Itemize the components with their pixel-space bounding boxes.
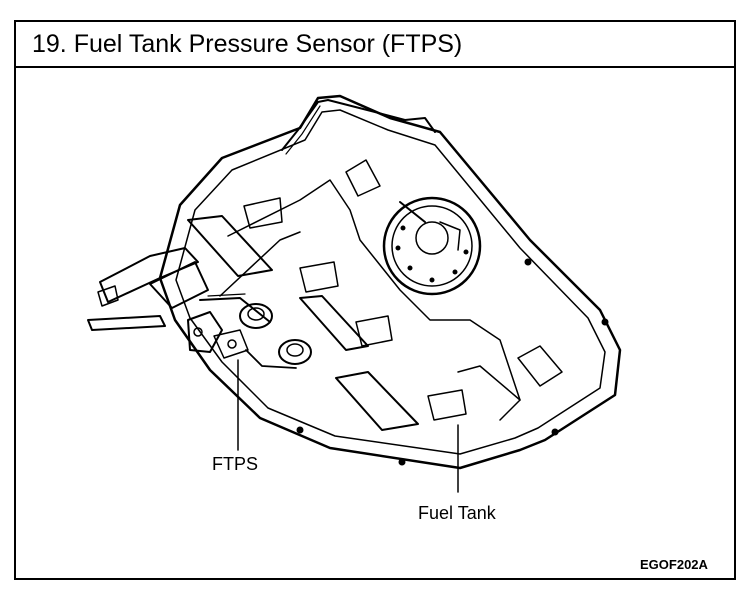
pad-1: [243, 197, 283, 229]
fuel-tank-label: Fuel Tank: [418, 503, 496, 523]
pad-6: [517, 345, 563, 387]
pad-4: [355, 315, 393, 347]
page-title: 19. Fuel Tank Pressure Sensor (FTPS): [32, 30, 463, 58]
pad-5: [427, 389, 467, 421]
rollover-valve-2: [278, 339, 312, 365]
title-bar: 19. Fuel Tank Pressure Sensor (FTPS): [16, 22, 734, 68]
figure-code: EGOF202A: [640, 557, 708, 572]
ftps-label: FTPS: [212, 454, 259, 474]
fuel-pump-sender: [382, 196, 482, 296]
strap-mid: [299, 295, 369, 351]
pad-3: [299, 261, 339, 293]
strap-upper: [187, 215, 273, 277]
strap-lower: [335, 371, 419, 431]
figure-frame: 19. Fuel Tank Pressure Sensor (FTPS): [14, 20, 736, 580]
pad-2: [345, 159, 381, 197]
rollover-valve-1: [239, 303, 273, 329]
filler-neck: [87, 247, 209, 331]
tank-outline: [158, 94, 622, 470]
ftps-sensor: [187, 293, 271, 359]
tank-inner-rim: [175, 109, 606, 455]
vent-pipe: [281, 99, 436, 151]
